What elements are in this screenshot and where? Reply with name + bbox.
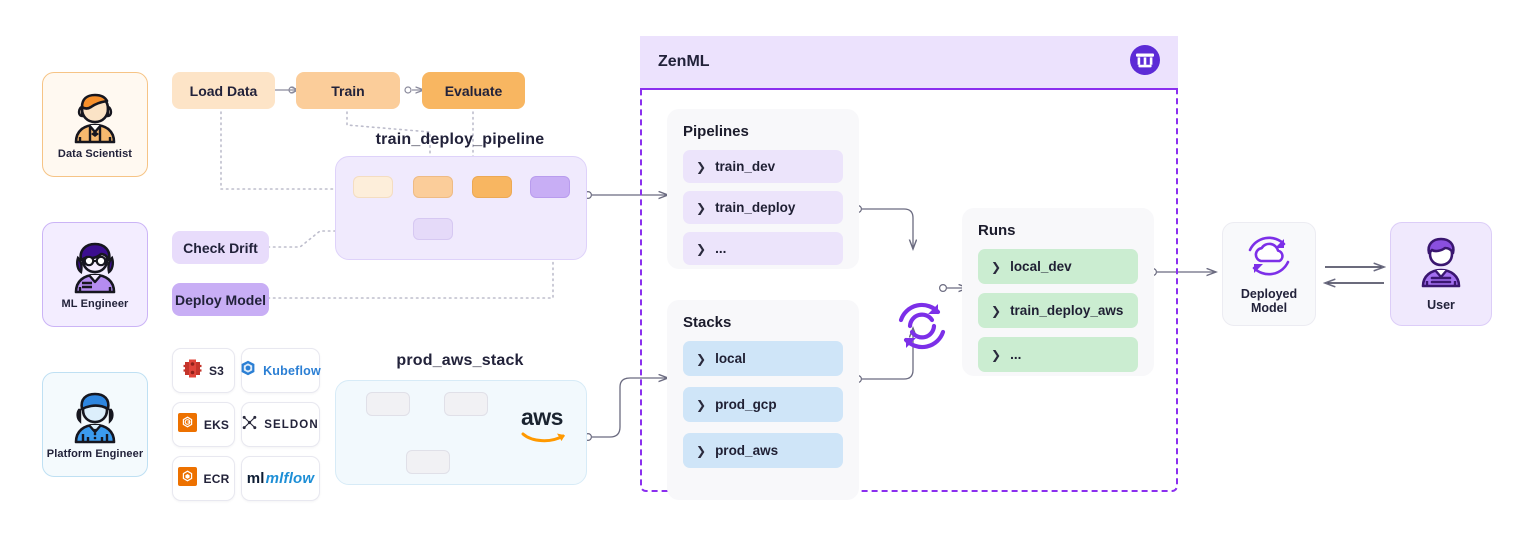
aws-logo: aws: [521, 406, 579, 443]
chevron-right-icon: ❯: [696, 443, 707, 458]
tool-tile-mlflow[interactable]: ml mlflow: [241, 456, 320, 501]
stack-row-prod-gcp[interactable]: ❯ prod_gcp: [683, 387, 843, 422]
step-chip-evaluate[interactable]: Evaluate: [422, 72, 525, 109]
pipelines-card-title: Pipelines: [683, 123, 749, 140]
step-chip-check-drift[interactable]: Check Drift: [172, 231, 269, 264]
tool-label: ECR: [203, 471, 230, 486]
kubeflow-icon: [240, 360, 256, 381]
chevron-right-icon: ❯: [696, 159, 707, 174]
deployed-model-box: Deployed Model: [1222, 222, 1316, 326]
tool-label: EKS: [203, 417, 230, 432]
run-row-label: ...: [1010, 347, 1022, 362]
pipeline-mini-step-4: [530, 176, 570, 198]
stacks-card-title: Stacks: [683, 314, 732, 331]
pipeline-row-label: ...: [715, 241, 727, 256]
tool-label: SELDON: [264, 418, 319, 431]
tool-tile-s3[interactable]: S3: [172, 348, 235, 393]
deployed-model-label-line1: Deployed: [1240, 286, 1298, 301]
platform-engineer-avatar-icon: [68, 390, 122, 446]
stack-group-title: prod_aws_stack: [396, 352, 524, 369]
persona-card-platform-engineer: Platform Engineer: [42, 372, 148, 477]
step-chip-load-data[interactable]: Load Data: [172, 72, 275, 109]
sync-refresh-icon: [886, 290, 958, 362]
step-label: Check Drift: [183, 239, 258, 256]
step-chip-train[interactable]: Train: [296, 72, 400, 109]
pipeline-row-train-deploy[interactable]: ❯ train_deploy: [683, 191, 843, 224]
pipeline-row-label: train_dev: [715, 159, 776, 174]
pipeline-row-train-dev[interactable]: ❯ train_dev: [683, 150, 843, 183]
seldon-icon: [242, 415, 257, 435]
run-row-label: local_dev: [1010, 259, 1072, 274]
step-label: Evaluate: [444, 82, 503, 99]
stack-row-label: prod_gcp: [715, 397, 777, 412]
step-label: Train: [331, 82, 365, 99]
stack-row-local[interactable]: ❯ local: [683, 341, 843, 376]
pipeline-group-box: [335, 156, 587, 260]
chevron-right-icon: ❯: [991, 347, 1002, 362]
pipeline-mini-step-2: [413, 176, 453, 198]
tool-tile-ecr[interactable]: ECR: [172, 456, 235, 501]
persona-label: Platform Engineer: [46, 447, 144, 460]
stack-mini-component-3: [406, 450, 450, 474]
pipeline-mini-step-5: [413, 218, 453, 240]
run-row-more[interactable]: ❯ ...: [978, 337, 1138, 372]
deployed-model-label-line2: Model: [1250, 301, 1288, 315]
tool-label: Kubeflow: [263, 363, 321, 378]
aws-ecr-icon: [177, 466, 197, 491]
pipeline-row-more[interactable]: ❯ ...: [683, 232, 843, 265]
deployed-model-label: Deployed Model: [1241, 287, 1297, 316]
stack-mini-component-1: [366, 392, 410, 416]
chevron-right-icon: ❯: [696, 241, 707, 256]
stack-row-prod-aws[interactable]: ❯ prod_aws: [683, 433, 843, 468]
aws-eks-icon: [177, 412, 197, 437]
chevron-right-icon: ❯: [991, 303, 1002, 318]
data-scientist-avatar-icon: [68, 90, 122, 146]
persona-label: ML Engineer: [61, 297, 129, 310]
pipelines-card: Pipelines ❯ train_dev ❯ train_deploy ❯ .…: [667, 109, 859, 269]
cloud-deploy-icon: [1241, 233, 1297, 284]
pipeline-mini-step-1: [353, 176, 393, 198]
zenml-panel-header: ZenML: [640, 36, 1178, 90]
chevron-right-icon: ❯: [696, 200, 707, 215]
chevron-right-icon: ❯: [696, 351, 707, 366]
chevron-right-icon: ❯: [991, 259, 1002, 274]
user-avatar-icon: [1416, 236, 1466, 295]
persona-label: Data Scientist: [57, 147, 133, 160]
ml-engineer-avatar-icon: [68, 240, 122, 296]
pipeline-mini-step-3: [472, 176, 512, 198]
persona-card-ml-engineer: ML Engineer: [42, 222, 148, 327]
step-label: Deploy Model: [174, 291, 266, 308]
tool-tile-eks[interactable]: EKS: [172, 402, 235, 447]
stack-row-label: local: [715, 351, 746, 366]
user-label: User: [1427, 297, 1455, 312]
tool-label: mlflow: [265, 470, 315, 487]
tool-label-ml: ml: [246, 470, 265, 487]
runs-card-title: Runs: [978, 222, 1016, 239]
runs-card: Runs ❯ local_dev ❯ train_deploy_aws ❯ ..…: [962, 208, 1154, 376]
stacks-card: Stacks ❯ local ❯ prod_gcp ❯ prod_aws: [667, 300, 859, 500]
user-box: User: [1390, 222, 1492, 326]
step-chip-deploy-model[interactable]: Deploy Model: [172, 283, 269, 316]
tool-tile-seldon[interactable]: SELDON: [241, 402, 320, 447]
zenml-panel: ZenML Pipelines ❯ train_dev ❯: [640, 36, 1178, 500]
step-label: Load Data: [189, 82, 258, 99]
pipeline-row-label: train_deploy: [715, 200, 796, 215]
run-row-label: train_deploy_aws: [1010, 303, 1124, 318]
chevron-right-icon: ❯: [696, 397, 707, 412]
zenml-title: ZenML: [658, 53, 710, 70]
aws-s3-icon: [183, 358, 202, 384]
pipeline-group-title: train_deploy_pipeline: [375, 131, 545, 148]
tool-label: S3: [208, 363, 225, 378]
stack-mini-component-2: [444, 392, 488, 416]
tool-tile-kubeflow[interactable]: Kubeflow: [240, 348, 321, 393]
run-row-train-deploy-aws[interactable]: ❯ train_deploy_aws: [978, 293, 1138, 328]
stack-row-label: prod_aws: [715, 443, 779, 458]
zenml-pillar-logo: [1130, 44, 1160, 80]
stack-group-box: aws: [335, 380, 587, 485]
run-row-local-dev[interactable]: ❯ local_dev: [978, 249, 1138, 284]
persona-card-data-scientist: Data Scientist: [42, 72, 148, 177]
